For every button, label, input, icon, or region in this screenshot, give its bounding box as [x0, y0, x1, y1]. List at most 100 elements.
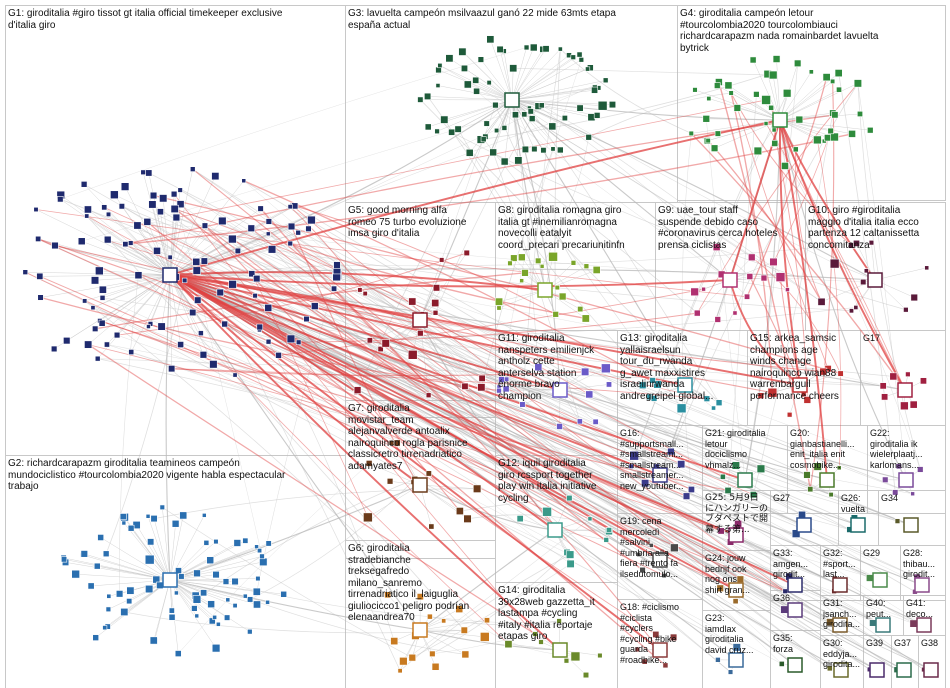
intra-edge-g1 [169, 274, 236, 376]
node-g9 [746, 273, 754, 280]
node-g1 [134, 271, 143, 280]
node-g2 [80, 550, 88, 558]
intra-edge-g4 [779, 112, 833, 121]
node-g2 [71, 569, 80, 579]
node-g4 [830, 78, 836, 84]
intra-edge-g3 [511, 59, 582, 101]
node-g21 [749, 491, 757, 499]
node-g4 [853, 79, 862, 88]
node-g12 [603, 537, 610, 543]
strong-edge-g1-g14 [87, 344, 536, 635]
node-g6 [460, 626, 468, 634]
weak-edge-g1-g29 [114, 194, 881, 581]
strong-edge-g1-g4 [169, 119, 781, 276]
intra-edge-g2 [169, 579, 258, 605]
node-g4 [768, 70, 778, 80]
weak-edge-g3-g11 [511, 99, 561, 391]
strong-edge-g4-g20 [718, 81, 811, 490]
node-g10 [903, 307, 909, 313]
node-g9 [760, 274, 768, 282]
weak-edge-g1-g26 [314, 305, 850, 530]
strong-edge-g1-g24 [169, 274, 737, 591]
strong-edge-g4-g15 [736, 107, 829, 369]
node-g34 [894, 518, 901, 524]
node-g2 [193, 569, 201, 578]
weak-edge-g1-g26 [169, 274, 859, 526]
node-g6 [441, 618, 447, 624]
node-g27 [791, 529, 801, 538]
node-g10 [817, 297, 826, 306]
weak-edge-g1-g31 [224, 323, 841, 626]
weak-edge-g1-g28 [254, 295, 918, 578]
intra-edge-g1 [169, 274, 204, 355]
node-g13 [649, 377, 656, 384]
weak-edge-g1-g6 [86, 215, 465, 631]
node-g4 [831, 111, 839, 119]
weak-edge-g3-g9 [492, 152, 698, 314]
node-g16 [677, 460, 686, 469]
node-g8 [570, 260, 577, 266]
node-g25 [717, 527, 725, 535]
weak-edge-g3-g9 [524, 113, 752, 258]
weak-edge-g7-g12 [413, 481, 571, 555]
node-g1 [311, 302, 319, 310]
node-g7 [428, 523, 435, 530]
weak-edge-g1-g28 [232, 238, 923, 586]
hub-node-g38 [923, 662, 939, 678]
node-g8 [510, 254, 518, 262]
node-g2 [150, 515, 158, 523]
strong-edge-g4-g10 [707, 140, 823, 303]
node-g4 [771, 127, 777, 133]
node-g14 [504, 640, 513, 649]
node-g5 [381, 339, 390, 348]
intra-edge-g1 [84, 274, 171, 302]
node-g40 [869, 619, 877, 627]
hub-node-g37 [896, 662, 912, 678]
node-g19 [670, 543, 679, 553]
node-g12 [566, 559, 575, 568]
node-g9 [748, 253, 756, 262]
node-g6 [399, 657, 408, 666]
intra-edge-g3 [511, 99, 598, 116]
node-g4 [771, 140, 779, 147]
weak-edge-g1-g23 [84, 300, 737, 648]
node-g6 [390, 637, 399, 646]
weak-edge-g3-g10 [511, 99, 876, 281]
intra-edge-g3 [511, 99, 526, 150]
node-g2 [201, 513, 207, 518]
weak-edge-g3-g4 [483, 73, 768, 140]
hub-node-g33 [787, 577, 803, 593]
node-g11 [498, 376, 505, 383]
node-g1 [181, 277, 188, 284]
node-g21 [724, 486, 732, 494]
node-g1 [286, 334, 296, 344]
node-g2 [126, 598, 133, 605]
strong-edge-g1-g13 [171, 368, 707, 400]
node-g8 [548, 251, 558, 262]
hub-node-g35 [787, 657, 803, 673]
node-g1 [128, 349, 135, 355]
node-g2 [247, 596, 254, 603]
node-g1 [295, 229, 301, 236]
node-g10 [829, 258, 840, 269]
node-g1 [157, 322, 166, 331]
node-g2 [222, 578, 230, 585]
node-g3 [529, 43, 538, 52]
node-g9 [744, 293, 751, 300]
weak-edge-g1-g2 [165, 274, 171, 581]
node-g3 [440, 115, 449, 124]
node-g4 [710, 144, 719, 152]
node-g1 [257, 205, 264, 212]
node-g4 [822, 73, 831, 82]
intra-edge-g4 [731, 92, 781, 121]
strong-edge-g1-g24 [192, 168, 737, 591]
node-g3 [435, 83, 441, 88]
node-g17 [900, 401, 909, 411]
node-g2 [174, 650, 182, 657]
node-g1 [267, 245, 277, 254]
node-g4 [834, 69, 843, 78]
node-g20 [836, 465, 842, 471]
node-g16 [687, 486, 695, 493]
hub-node-g25 [728, 527, 744, 543]
node-g11 [496, 387, 502, 394]
